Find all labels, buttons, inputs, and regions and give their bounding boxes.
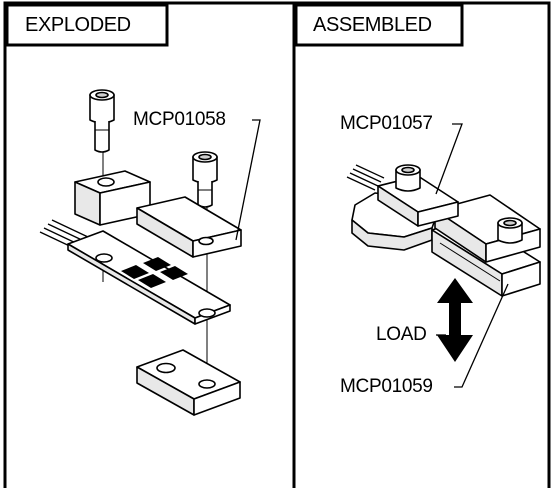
- label-mcp01057: MCP01057: [340, 113, 433, 134]
- leader-mcp01057: [435, 123, 463, 195]
- assembled-view: [346, 123, 541, 388]
- assembled-title-box: [294, 3, 464, 47]
- load-arrow: [437, 278, 473, 362]
- outer-frame: [3, 1, 551, 493]
- leader-mcp01058: [235, 119, 261, 241]
- screw-head-right-assembled: [497, 217, 523, 244]
- assembled-title: ASSEMBLED: [313, 14, 432, 36]
- screw-head-left-assembled: [395, 164, 421, 192]
- exploded-title: EXPLODED: [25, 14, 131, 36]
- leader-mcp01059: [454, 283, 509, 388]
- exploded-title-box: [5, 3, 169, 47]
- label-load: LOAD: [376, 324, 427, 345]
- exploded-view: [39, 89, 261, 416]
- load-sensor-strip: [39, 219, 231, 325]
- label-mcp01059: MCP01059: [340, 376, 433, 397]
- label-mcp01058: MCP01058: [133, 109, 226, 130]
- sensor-wires: [346, 164, 385, 191]
- screw-right: [192, 151, 218, 208]
- screw-left: [89, 89, 115, 153]
- clamp-block-right-mcp01058: [136, 196, 242, 258]
- base-plate: [136, 349, 241, 416]
